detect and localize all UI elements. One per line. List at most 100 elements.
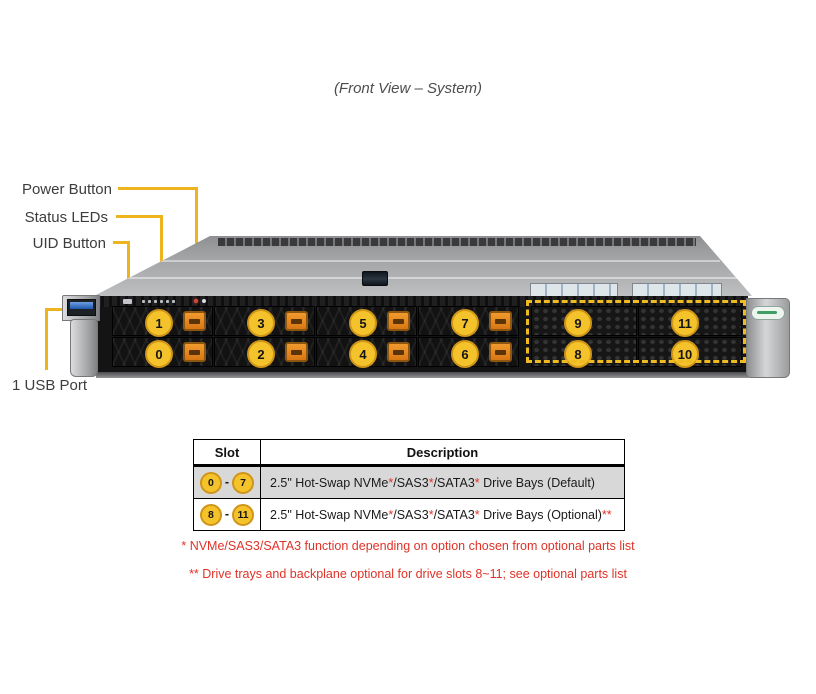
description-cell: 2.5" Hot-Swap NVMe*/SAS3*/SATA3* Drive B…	[260, 498, 625, 531]
footnote-marker: *	[474, 507, 480, 522]
description-text: /SAS3	[393, 507, 429, 522]
status-leds-label: Status LEDs	[24, 209, 108, 226]
usb-port-icon	[67, 299, 96, 316]
description-text: /SATA3	[433, 507, 475, 522]
right-rack-ear	[746, 298, 790, 378]
status-led-icon	[172, 300, 175, 303]
drive-latch-icon	[489, 342, 512, 362]
cover-seam	[145, 260, 720, 262]
brand-badge-icon	[751, 306, 785, 320]
cover-seam	[115, 277, 745, 279]
slot-number-badge: 8	[199, 503, 222, 526]
left-ear-handle	[70, 319, 98, 377]
usb-callout-line	[45, 308, 70, 311]
drive-tray: 5	[316, 306, 417, 337]
drive-number-badge: 9	[564, 309, 592, 337]
description-cell: 2.5" Hot-Swap NVMe*/SAS3*/SATA3* Drive B…	[260, 465, 625, 499]
drive-number-badge: 0	[145, 340, 173, 368]
figure-title: (Front View – System)	[333, 80, 483, 97]
left-rack-ear	[62, 295, 100, 379]
description-text: 2.5" Hot-Swap NVMe	[270, 475, 389, 490]
drive-number-badge: 4	[349, 340, 377, 368]
slot-number-badge: 11	[232, 503, 255, 526]
footnote-marker: *	[388, 475, 394, 490]
uid-button-label: UID Button	[32, 235, 106, 252]
service-label-sticker	[632, 283, 722, 296]
optional-drive-tray: 9	[531, 306, 637, 337]
optional-bays-highlight-box	[526, 300, 746, 363]
drive-number-badge: 2	[247, 340, 275, 368]
drive-number-badge: 11	[671, 309, 699, 337]
description-text: 2.5" Hot-Swap NVMe	[270, 507, 389, 522]
status-led-icon	[160, 300, 163, 303]
drive-latch-icon	[387, 342, 410, 362]
uid-callout-line	[113, 241, 130, 244]
drive-number-badge: 3	[247, 309, 275, 337]
footnote-marker: *	[428, 507, 434, 522]
footnote-marker: *	[428, 475, 434, 490]
footnote-marker: *	[388, 507, 394, 522]
footnote-single-asterisk: * NVMe/SAS3/SATA3 function depending on …	[181, 539, 635, 553]
drive-tray: 1	[112, 306, 213, 337]
optional-drive-tray: 11	[638, 306, 742, 337]
drive-latch-icon	[285, 311, 308, 331]
description-text: /SAS3	[393, 475, 429, 490]
usb-port-label: 1 USB Port	[12, 377, 88, 394]
chassis-bottom-lip	[96, 372, 748, 378]
slot-column-header: Slot	[193, 439, 261, 467]
footnote-marker: **	[601, 507, 612, 522]
service-label-sticker	[530, 283, 618, 296]
description-column-header: Description	[260, 439, 625, 467]
drive-number-badge: 5	[349, 309, 377, 337]
description-text: /SATA3	[433, 475, 475, 490]
uid-button-icon	[202, 299, 206, 303]
table-row: 0-7 2.5" Hot-Swap NVMe*/SAS3*/SATA3* Dri…	[193, 465, 625, 499]
control-panel-strip	[96, 296, 748, 307]
cover-latch-tab	[362, 271, 388, 286]
footnote-double-asterisk: ** Drive trays and backplane optional fo…	[189, 567, 627, 581]
drive-tray: 4	[316, 337, 417, 368]
power-callout-line	[118, 187, 198, 190]
drive-number-badge: 7	[451, 309, 479, 337]
drive-latch-icon	[285, 342, 308, 362]
slot-range-dash: -	[224, 474, 230, 489]
drive-number-badge: 1	[145, 309, 173, 337]
drive-tray: 2	[214, 337, 315, 368]
table-header-row: Slot Description	[193, 439, 625, 467]
drive-number-badge: 10	[671, 340, 699, 368]
slot-description-table: Slot Description 0-7 2.5" Hot-Swap NVMe*…	[193, 439, 625, 531]
drive-latch-icon	[489, 311, 512, 331]
status-led-icon	[142, 300, 145, 303]
slot-number-badge: 0	[199, 471, 222, 494]
rear-vent-strip	[218, 238, 696, 246]
status-led-icon	[148, 300, 151, 303]
power-button-icon	[194, 299, 198, 303]
slot-range-cell: 0-7	[193, 465, 261, 499]
status-callout-line	[160, 215, 163, 300]
drive-tray: 0	[112, 337, 213, 368]
slot-range-cell: 8-11	[193, 498, 261, 531]
uid-callout-line	[127, 241, 130, 300]
drive-number-badge: 8	[564, 340, 592, 368]
drive-tray: 6	[418, 337, 519, 368]
slot-range-dash: -	[224, 506, 230, 521]
status-callout-line	[116, 215, 163, 218]
drive-tray: 3	[214, 306, 315, 337]
description-text: Drive Bays (Default)	[479, 475, 595, 490]
drive-tray: 7	[418, 306, 519, 337]
drive-latch-icon	[183, 342, 206, 362]
description-text: Drive Bays (Optional)	[479, 507, 602, 522]
status-led-icon	[166, 300, 169, 303]
status-led-icon	[154, 300, 157, 303]
slot-number-badge: 7	[232, 471, 255, 494]
drive-latch-icon	[387, 311, 410, 331]
drive-latch-icon	[183, 311, 206, 331]
footnote-marker: *	[474, 475, 480, 490]
drive-number-badge: 6	[451, 340, 479, 368]
